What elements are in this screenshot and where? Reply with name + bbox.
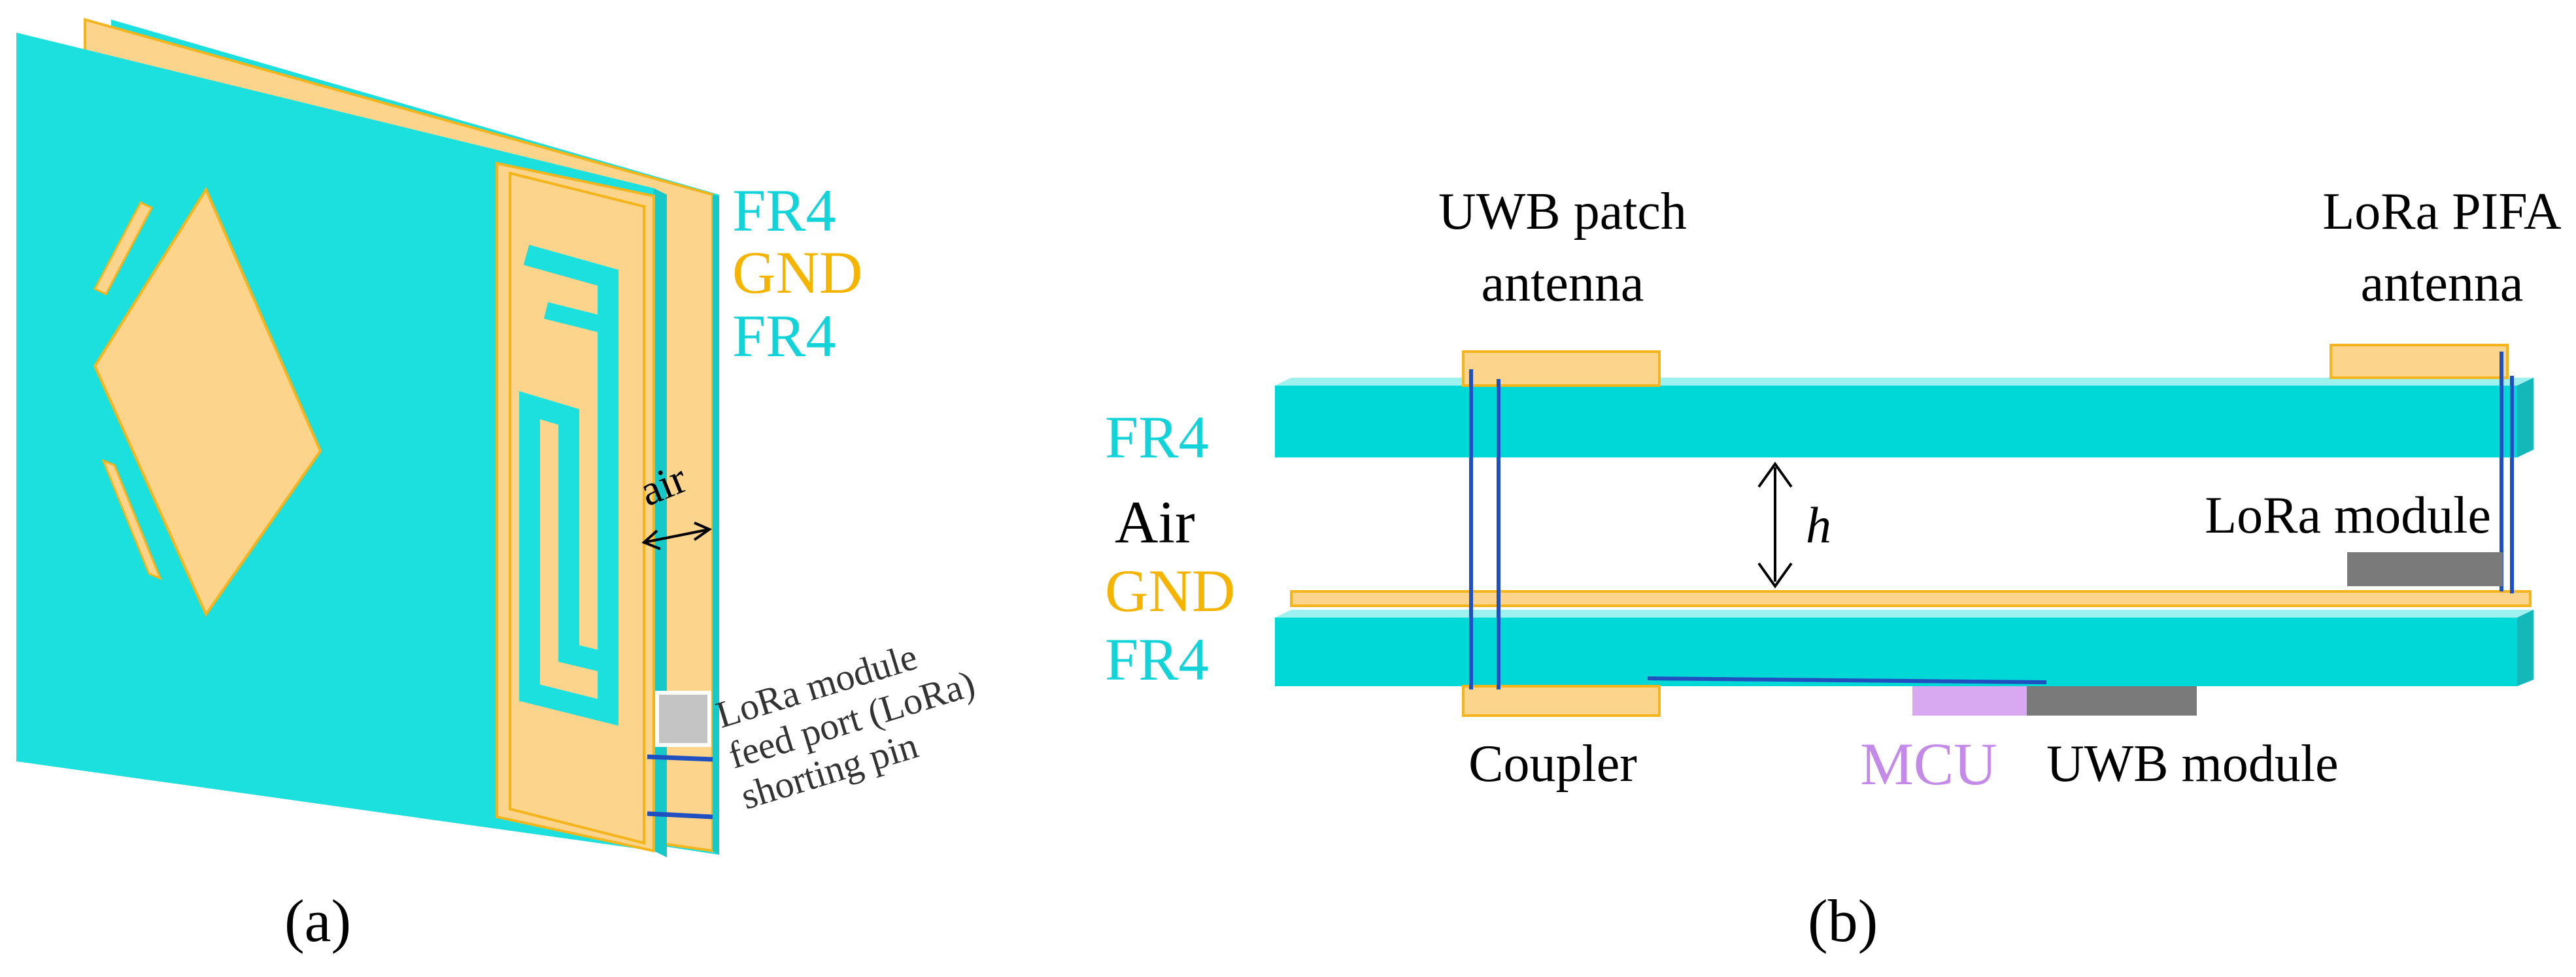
lora-pifa-block bbox=[2330, 344, 2509, 379]
lora-module-block bbox=[655, 691, 711, 747]
gnd-layer-b bbox=[1290, 590, 2532, 607]
lora-module-block-b bbox=[2347, 552, 2503, 586]
pifa-slot-stub bbox=[543, 302, 614, 335]
panel-b: h UWB patch antenna LoRa PIFA antenna FR… bbox=[1105, 183, 2562, 954]
coupler-label: Coupler bbox=[1468, 735, 1637, 793]
fr4-bottom-board-side bbox=[2517, 610, 2534, 686]
legend-fr4-bottom: FR4 bbox=[732, 303, 836, 369]
fr4-top-board bbox=[1275, 386, 2517, 457]
fr4-bottom-board-face bbox=[1275, 610, 2534, 618]
lora-pifa-label-line2: antenna bbox=[2361, 255, 2524, 312]
caption-a: (a) bbox=[284, 887, 351, 954]
layer-label-fr4-top: FR4 bbox=[1105, 404, 1209, 471]
lora-module-label: LoRa module bbox=[2205, 487, 2491, 544]
air-gap-arrowhead-left bbox=[641, 529, 661, 550]
panel-a: air FR4 GND FR4 LoRa module feed port (L… bbox=[16, 18, 980, 954]
layer-label-fr4-bottom: FR4 bbox=[1105, 626, 1209, 693]
pifa-meander-slot bbox=[519, 244, 619, 726]
mcu-label: MCU bbox=[1860, 731, 1997, 797]
layer-label-air: Air bbox=[1115, 489, 1195, 555]
layer-label-gnd: GND bbox=[1105, 557, 1235, 624]
caption-b: (b) bbox=[1808, 887, 1878, 954]
parasitic-strip-bottom bbox=[101, 459, 162, 580]
coupler-trace bbox=[1647, 676, 2047, 684]
uwb-patch-label-line1: UWB patch bbox=[1438, 183, 1687, 240]
lora-callouts: LoRa module feed port (LoRa) shorting pi… bbox=[711, 635, 980, 818]
lora-pifa-label-line1: LoRa PIFA bbox=[2322, 183, 2561, 240]
parasitic-strip-top bbox=[93, 201, 154, 295]
air-gap-arrowhead-right bbox=[693, 522, 713, 541]
coupler-block bbox=[1462, 685, 1661, 717]
legend-fr4-top: FR4 bbox=[732, 177, 836, 244]
mcu-block bbox=[1912, 686, 2027, 716]
legend-gnd: GND bbox=[732, 239, 862, 306]
fr4-back-edge bbox=[713, 195, 719, 855]
pifa-outline bbox=[509, 171, 645, 845]
uwb-diamond-patch bbox=[93, 186, 322, 618]
uwb-patch-block bbox=[1462, 350, 1661, 387]
fr4-bottom-board bbox=[1275, 618, 2517, 686]
uwb-patch-label-line2: antenna bbox=[1482, 255, 1644, 312]
uwb-module-block bbox=[2027, 686, 2197, 716]
fr4-front-edge bbox=[654, 188, 667, 857]
h-arrowhead-bottom bbox=[1757, 562, 1793, 589]
uwb-module-label: UWB module bbox=[2046, 735, 2339, 793]
shorting-pin-line bbox=[647, 811, 713, 820]
air-gap-arrow bbox=[643, 528, 710, 544]
fr4-top-board-side bbox=[2517, 378, 2534, 457]
feed-port-line bbox=[647, 754, 713, 762]
h-arrowhead-top bbox=[1757, 461, 1793, 488]
h-label: h bbox=[1806, 497, 1831, 554]
